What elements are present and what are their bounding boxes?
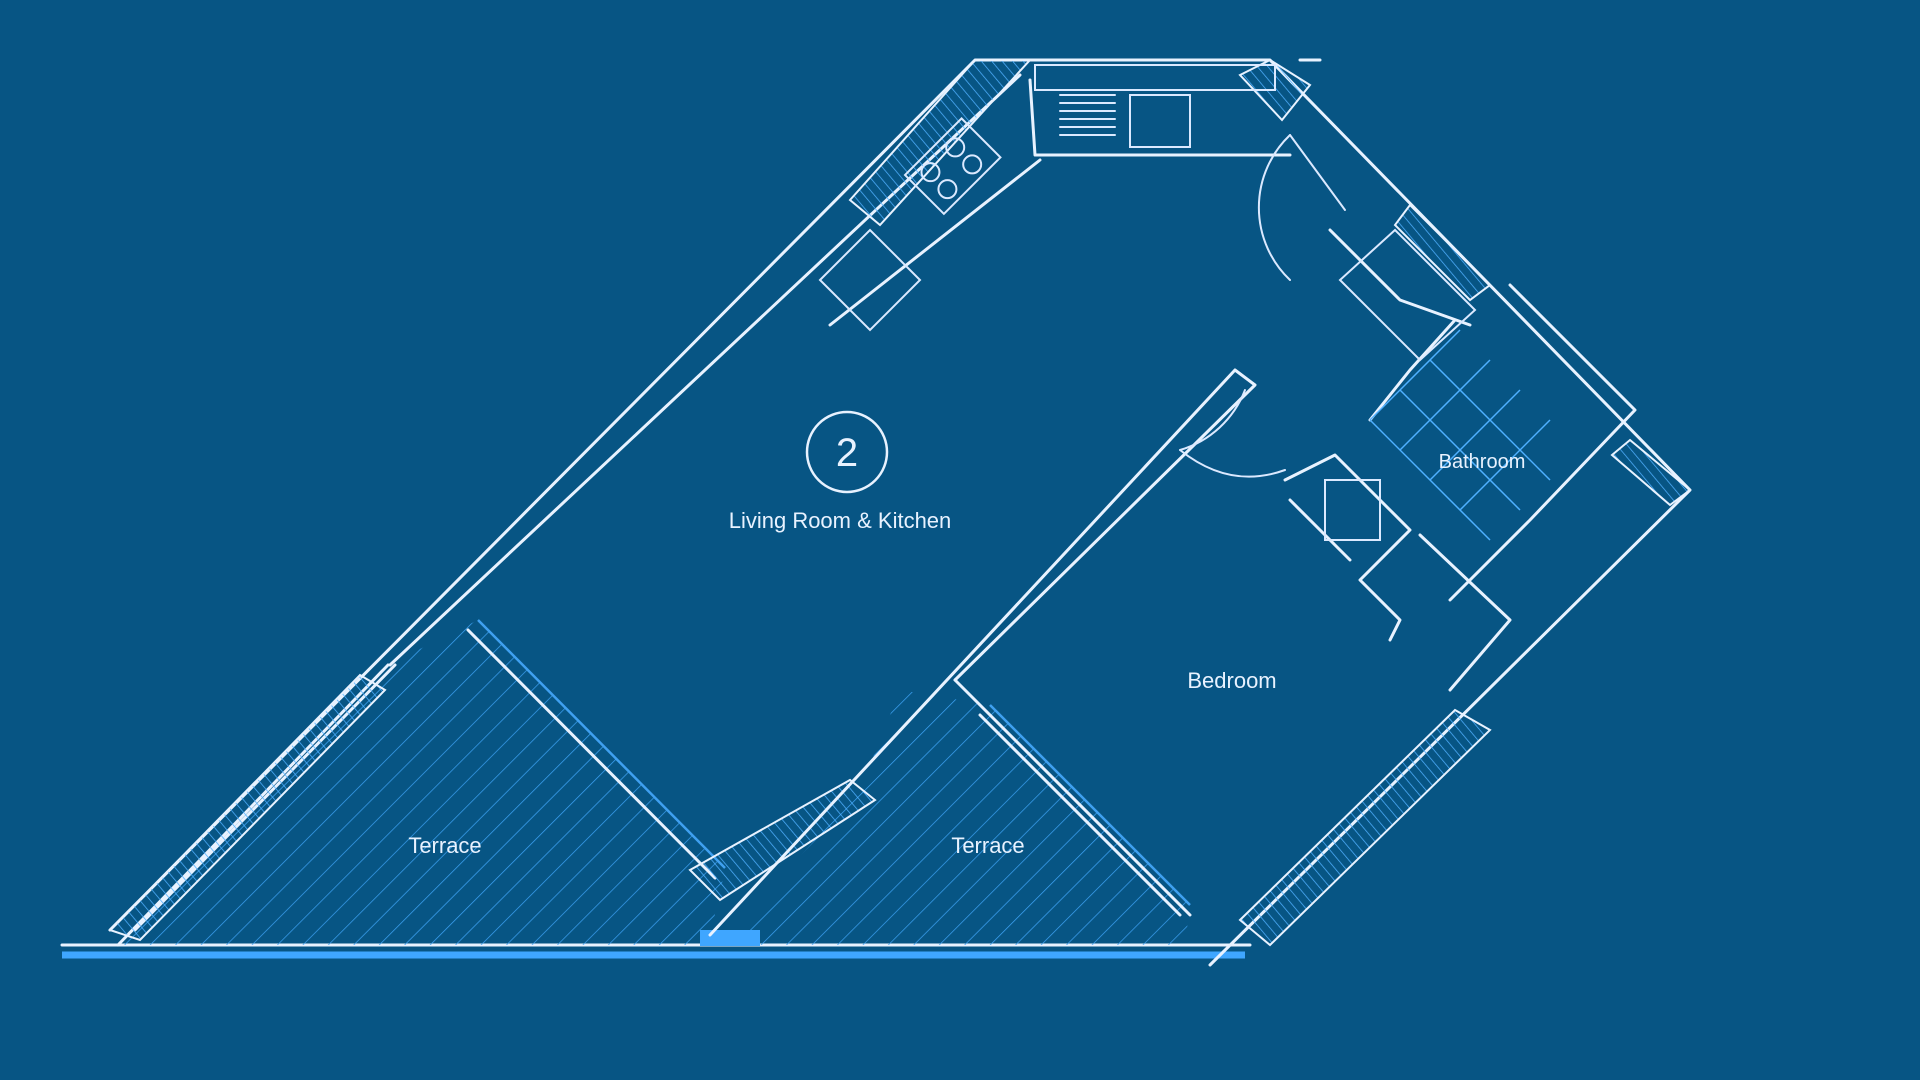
unit-number-badge: 2 <box>805 410 889 494</box>
outer-walls <box>108 58 1692 967</box>
interior-walls <box>708 228 1637 937</box>
terrace-left-label: Terrace <box>408 833 481 858</box>
unit-number: 2 <box>836 431 858 475</box>
cooktop <box>903 117 1002 216</box>
doors <box>1179 134 1346 478</box>
bathroom-label: Bathroom <box>1439 451 1526 473</box>
ground-line <box>60 943 1252 959</box>
terrace-right-label: Terrace <box>951 833 1024 858</box>
terrace-left-area <box>116 619 726 947</box>
living-kitchen-label: Living Room & Kitchen <box>729 508 952 533</box>
kitchen-counter <box>818 64 1276 332</box>
terrace-right-area <box>720 690 1191 945</box>
bathroom-fixtures <box>1324 228 1551 541</box>
bedroom-label: Bedroom <box>1187 668 1276 693</box>
